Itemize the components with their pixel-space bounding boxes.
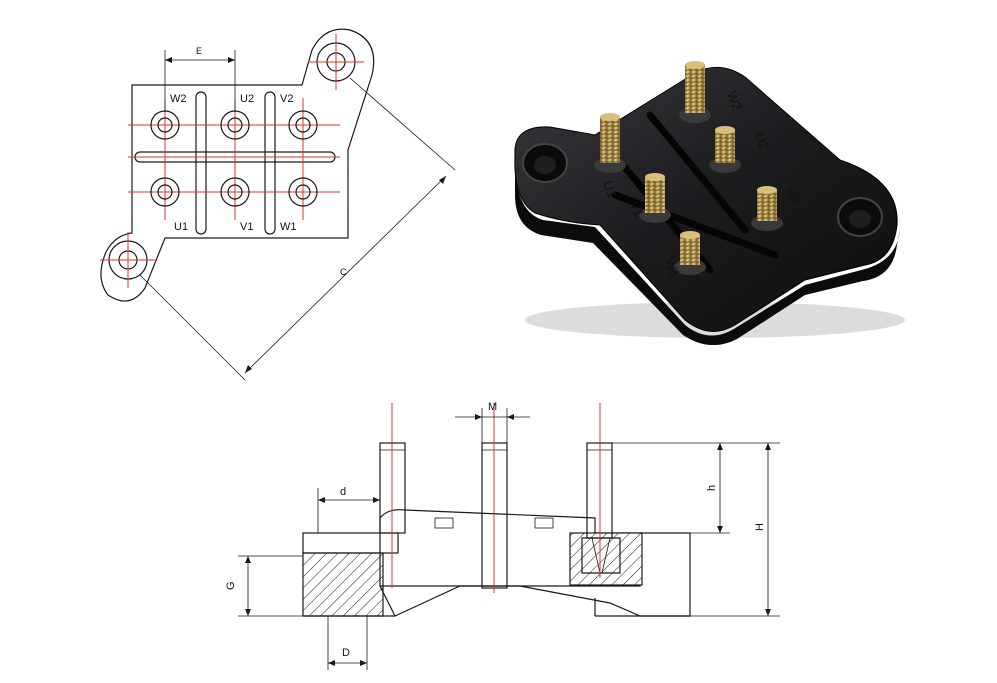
photo-stud-u1-top <box>594 113 626 173</box>
dimension-c: C <box>139 77 456 381</box>
section-view-svg: M d G D h <box>225 401 780 670</box>
terminal-label-u2: U2 <box>240 93 254 105</box>
dimension-d-large: D <box>327 616 368 670</box>
dimension-h-large: H <box>690 443 780 617</box>
photo-stud-u2 <box>709 126 741 173</box>
photo-mounting-hole-left <box>522 143 568 183</box>
dimension-m: M <box>455 401 530 443</box>
photo-stud-w2 <box>679 61 711 123</box>
plan-view-svg: W2 U2 V2 U1 V1 W1 E C <box>100 28 456 381</box>
photo-mark-w1: W1 <box>662 256 683 279</box>
terminal-hole-v1 <box>220 177 250 207</box>
photo-mark-v2: V2 <box>782 186 802 206</box>
section-view-drawing: M d G D h <box>220 388 800 678</box>
dimension-label-m: M <box>488 401 497 413</box>
terminal-label-w1: W1 <box>280 221 297 233</box>
photo-stud-v1 <box>639 173 671 223</box>
product-photo-svg: W2 U2 U1 V1 V2 W1 <box>514 61 905 346</box>
dimension-h-small: h <box>612 442 780 534</box>
dimension-label-h: h <box>706 485 718 491</box>
product-photo: W2 U2 U1 V1 V2 W1 <box>505 55 915 346</box>
section-right-wall <box>569 532 643 586</box>
dimension-label-h-large: H <box>754 523 766 531</box>
vertical-slot-right <box>264 91 276 235</box>
photo-mark-u2: U2 <box>752 131 772 152</box>
plan-outline <box>100 28 375 302</box>
terminal-hole-w1 <box>288 177 318 207</box>
dimension-label-c: C <box>340 267 347 277</box>
terminal-block-body <box>514 66 898 332</box>
dimension-g: G <box>225 555 303 617</box>
photo-stud-v2 <box>751 186 783 231</box>
terminal-label-w2: W2 <box>170 93 187 105</box>
photo-stud-w1 <box>674 231 706 275</box>
terminal-label-v1: V1 <box>240 221 253 233</box>
dimension-label-d: d <box>340 486 346 498</box>
vertical-slot-left <box>195 91 207 235</box>
dimension-label-g: G <box>225 581 237 590</box>
terminal-label-u1: U1 <box>174 221 188 233</box>
terminal-hole-u1 <box>150 177 180 207</box>
photo-mounting-hole-right <box>837 197 883 237</box>
dimension-d-small: d <box>317 486 380 533</box>
plan-view-drawing: W2 U2 V2 U1 V1 W1 E C <box>90 20 490 390</box>
terminal-hole-v2 <box>288 110 318 140</box>
terminal-label-v2: V2 <box>280 93 293 105</box>
dimension-label-d-large: D <box>342 647 350 659</box>
mounting-hole-top-right <box>308 34 364 90</box>
mounting-hole-bottom-left <box>100 232 156 288</box>
section-lower-rib <box>379 532 691 617</box>
photo-mark-u1: U1 <box>600 179 620 200</box>
dimension-label-e: E <box>196 46 202 56</box>
photo-mark-w2: W2 <box>724 89 745 112</box>
photo-mark-v1: V1 <box>627 199 647 219</box>
dimension-e: E <box>164 46 236 112</box>
section-left-wall <box>302 552 384 617</box>
